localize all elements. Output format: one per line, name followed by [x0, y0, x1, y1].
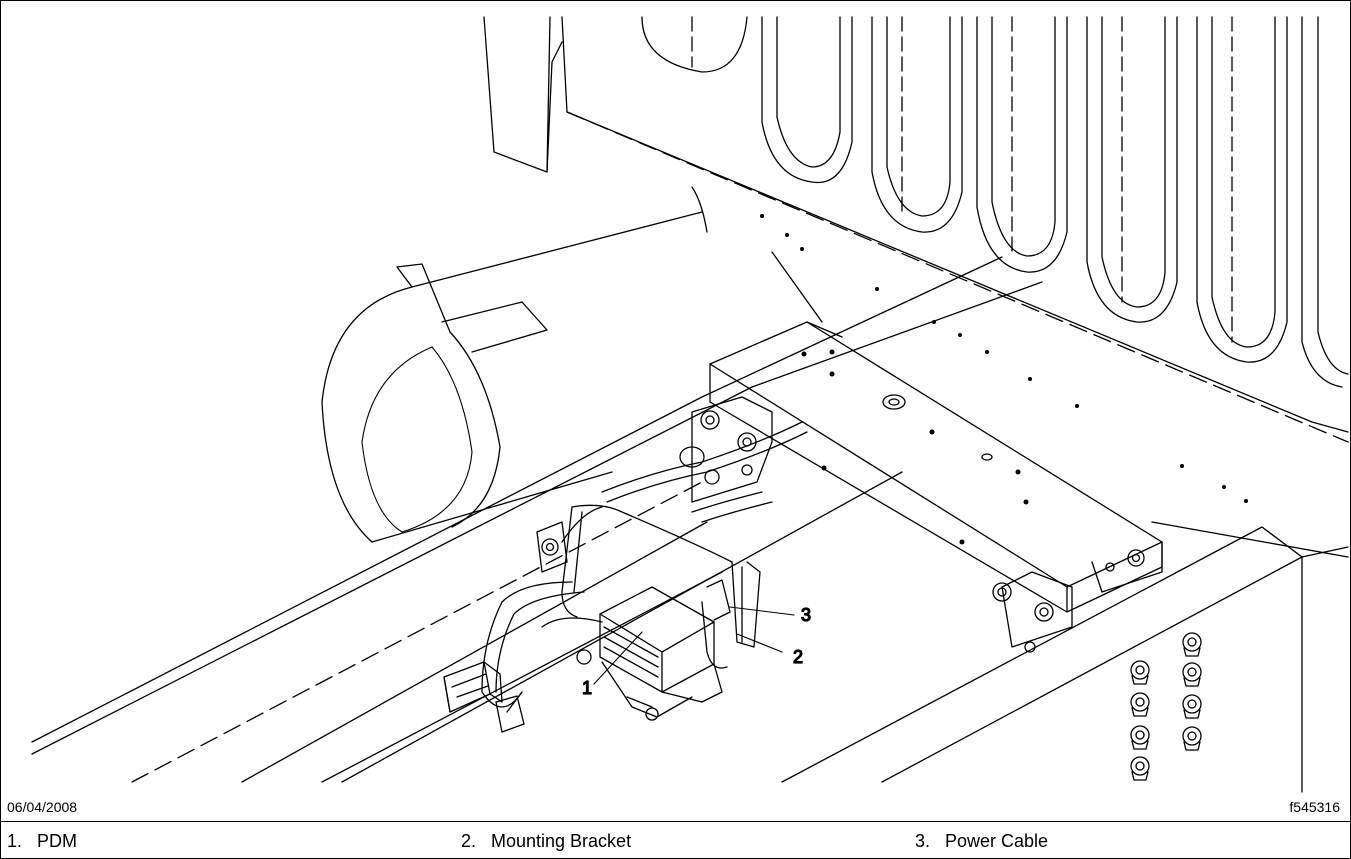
legend-item-pdm: 1. PDM	[7, 831, 77, 852]
legend-number: 2.	[461, 831, 477, 851]
callout-number-2: 2	[793, 647, 803, 667]
pdm-module	[576, 579, 731, 721]
legend-divider	[1, 821, 1350, 822]
figure-id: f545316	[1289, 799, 1340, 815]
leader-2	[736, 633, 783, 653]
legend-number: 3.	[915, 831, 931, 851]
harness-connector	[443, 661, 525, 733]
cable-harness	[481, 421, 808, 713]
rivet-row	[760, 214, 1248, 503]
legend-item-mounting-bracket: 2. Mounting Bracket	[461, 831, 631, 852]
date-stamp: 06/04/2008	[7, 799, 78, 815]
bolt-cluster	[1130, 632, 1202, 781]
callout-leaders	[593, 606, 795, 685]
legend-label: Mounting Bracket	[491, 831, 632, 851]
mount-plate-right	[992, 541, 1163, 653]
legend-label: Power Cable	[945, 831, 1049, 851]
callout-number-3: 3	[801, 605, 811, 625]
leader-1	[593, 631, 643, 685]
cylinder-tank	[321, 186, 823, 543]
callout-number-1: 1	[582, 678, 592, 698]
mounting-bracket	[536, 504, 761, 648]
cab-panel	[483, 16, 1349, 443]
frame-rails	[31, 256, 1349, 793]
legend-label: PDM	[37, 831, 77, 851]
chassis-illustration: 1 2 3	[31, 16, 1349, 793]
legend-item-power-cable: 3. Power Cable	[915, 831, 1048, 852]
legend-number: 1.	[7, 831, 23, 851]
leader-3	[729, 606, 795, 616]
